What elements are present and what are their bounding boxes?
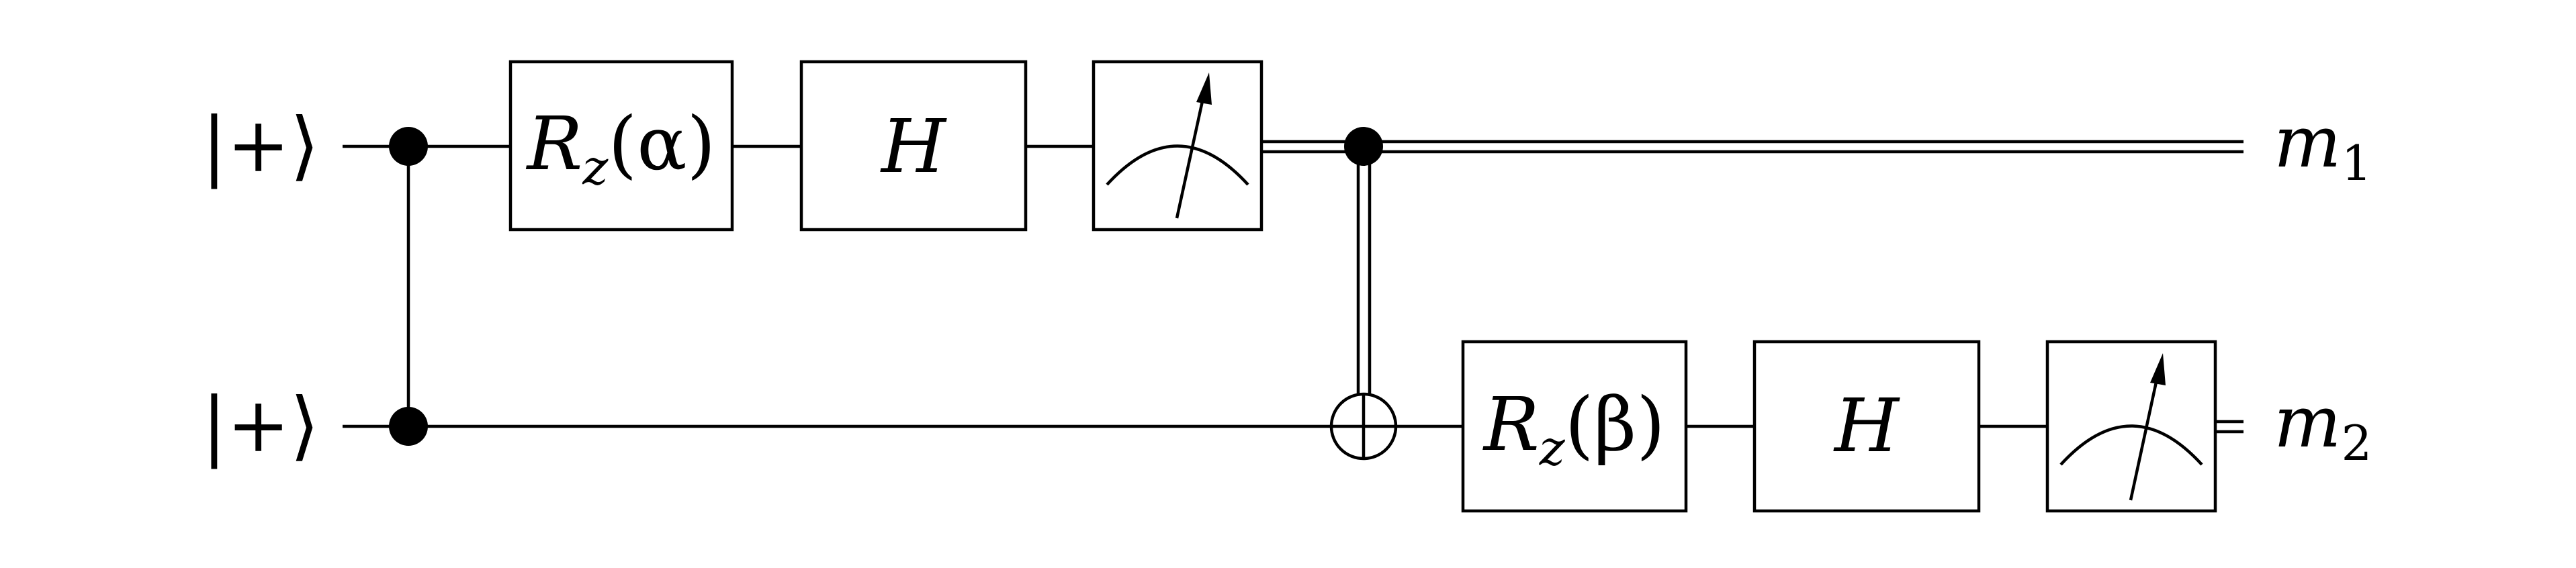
meter-arrowhead-top [1196,73,1212,105]
rz-beta-name: R [1482,381,1540,467]
rz-alpha-arg: (α) [608,101,715,187]
svg-text:Rz(β): Rz(β) [1482,381,1665,476]
qubit-2-input-ket: |+⟩ [202,382,319,469]
meter-arc-top [1106,144,1249,186]
measurement-meter-bottom [2045,340,2217,513]
rz-alpha-sub: z [582,139,609,195]
classical-control-dot [1344,127,1383,166]
rz-beta-arg: (β) [1565,381,1665,467]
hadamard-top-label: H [880,103,947,189]
hadamard-bottom-label: H [1833,383,1900,469]
x-target-oplus [1329,392,1398,461]
measurement-meter-top [1092,60,1263,232]
cz-control-dot-bottom [389,407,428,446]
cz-control-dot-top [389,127,428,166]
qubit-1-input-ket: |+⟩ [202,102,319,189]
meter-arc-bottom [2059,424,2203,466]
rz-alpha-gate: Rz(α) [508,60,734,232]
output-m2: m2 [2274,381,2372,471]
hadamard-gate-bottom: H [1752,340,1981,513]
svg-text:Rz(α): Rz(α) [526,101,716,195]
meter-arrowhead-bottom [2150,353,2166,385]
hadamard-gate-top: H [799,60,1028,232]
rz-beta-gate: Rz(β) [1461,340,1688,513]
meter-needle-bottom [2129,366,2162,501]
meter-needle-top [1175,85,1208,219]
rz-alpha-name: R [526,101,583,187]
output-m1: m1 [2274,101,2372,191]
rz-beta-sub: z [1539,420,1566,476]
